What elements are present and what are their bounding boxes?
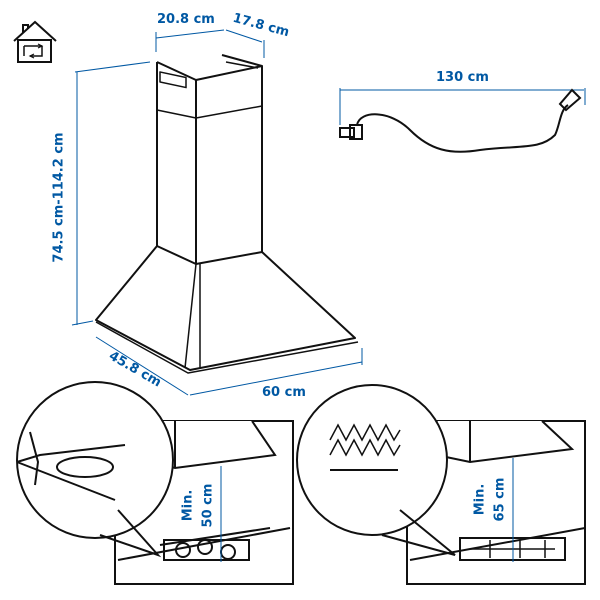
hood-drawing — [95, 54, 359, 374]
height-range-label: 74.5 cm-114.2 cm — [51, 132, 67, 263]
electric-min-line1: Min. — [180, 489, 196, 522]
cable-length-label: 130 cm — [436, 70, 489, 85]
house-recirculation-icon — [13, 20, 57, 63]
gas-min-line2: 65 cm — [492, 477, 508, 522]
electric-hob-panel — [16, 381, 294, 585]
top-width-label: 20.8 cm — [157, 12, 215, 27]
base-width-label: 60 cm — [262, 385, 306, 400]
gas-hob-panel — [296, 384, 586, 585]
gas-min-line1: Min. — [472, 483, 488, 516]
power-cable-drawing — [339, 88, 582, 153]
electric-min-line2: 50 cm — [200, 483, 216, 528]
dimension-lines — [71, 29, 586, 396]
